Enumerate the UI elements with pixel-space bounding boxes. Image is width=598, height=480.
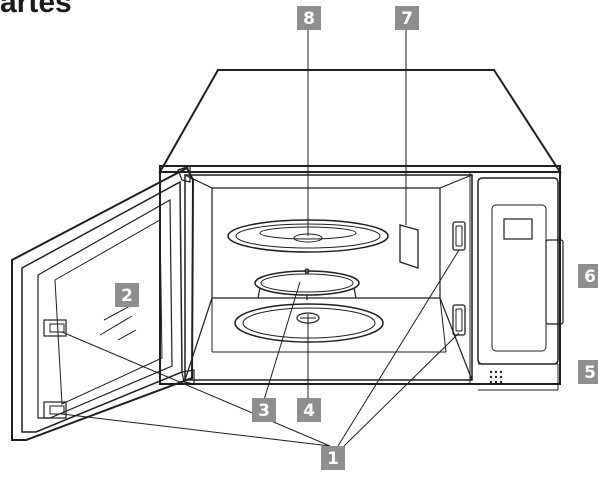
display-window	[503, 218, 533, 240]
roller-ring	[254, 268, 360, 300]
speaker-grille	[489, 370, 503, 384]
svg-text:3: 3	[258, 401, 270, 421]
cabinet	[158, 69, 562, 385]
svg-text:5: 5	[584, 363, 596, 383]
door	[11, 165, 195, 441]
badge-door-window: 2	[115, 283, 139, 307]
badge-coupler: 4	[297, 398, 321, 422]
svg-text:2: 2	[121, 286, 133, 306]
door-handle	[545, 239, 564, 325]
badge-latches: 1	[321, 446, 345, 470]
svg-text:8: 8	[303, 9, 315, 29]
oven-cavity	[184, 174, 473, 381]
glass-reflection	[99, 305, 137, 341]
control-panel	[477, 177, 564, 391]
door-frame-inner	[21, 180, 183, 433]
waveguide-cover	[399, 224, 419, 269]
floor-plate	[234, 303, 384, 343]
leader-lines	[61, 27, 460, 447]
latch-holes	[452, 221, 466, 336]
badge-control-panel: 6	[578, 264, 598, 288]
svg-text:1: 1	[327, 449, 339, 469]
badge-waveguide-cover: 7	[395, 6, 419, 30]
cabinet-top	[158, 69, 562, 173]
door-frame-outer	[11, 166, 195, 441]
page-title: artes	[0, 0, 72, 19]
badge-door-release: 5	[578, 360, 598, 384]
door-latches	[43, 319, 67, 419]
svg-text:4: 4	[303, 401, 315, 421]
cavity-opening	[184, 174, 473, 381]
badge-roller-ring: 3	[252, 398, 276, 422]
svg-text:7: 7	[401, 9, 413, 29]
badge-glass-tray: 8	[297, 6, 321, 30]
svg-text:6: 6	[584, 267, 596, 287]
